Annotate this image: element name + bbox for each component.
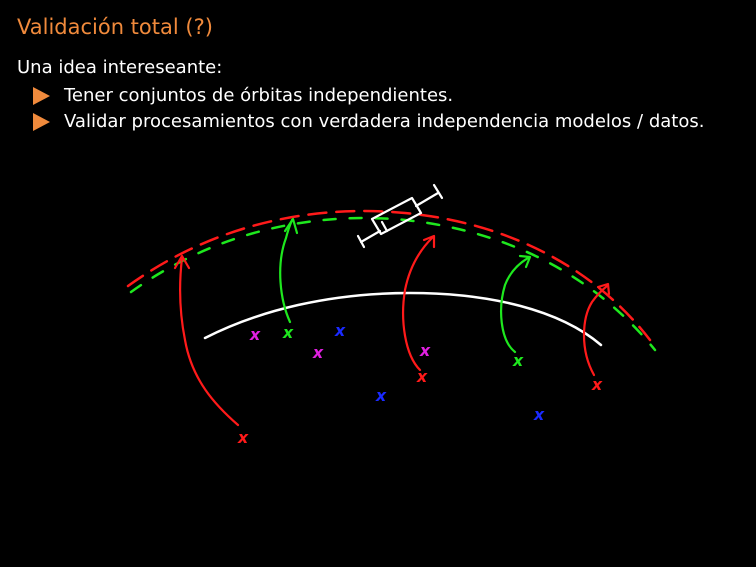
green-trajectory-arrowhead xyxy=(283,217,299,235)
green-x-mark: x xyxy=(282,323,294,342)
triangle-bullet-icon xyxy=(33,87,50,105)
satellite-syringe-icon xyxy=(356,183,444,249)
green-x-mark: x xyxy=(512,351,524,370)
red-x-mark: x xyxy=(591,375,603,394)
green-trajectory-arrowhead xyxy=(518,254,532,269)
red-trajectory-arrowhead xyxy=(596,282,611,296)
red-trajectory-arrow xyxy=(402,236,434,372)
green-trajectory-arrow xyxy=(500,256,530,354)
red-trajectory-arrow xyxy=(179,256,240,427)
green-orbit-dashed-curve xyxy=(129,216,657,352)
red-trajectory-arrowhead xyxy=(173,254,191,270)
red-x-mark: x xyxy=(416,367,428,386)
red-orbit-dashed-curve xyxy=(126,209,652,342)
red-trajectory-arrow xyxy=(583,284,609,377)
bullet-item: Tener conjuntos de órbitas independiente… xyxy=(33,86,704,112)
magenta-x-mark: x xyxy=(249,325,261,344)
bullet-text: Validar procesamientos con verdadera ind… xyxy=(64,111,705,132)
bullet-list: Tener conjuntos de órbitas independiente… xyxy=(33,86,704,138)
blue-x-mark: x xyxy=(375,386,387,405)
blue-x-mark: x xyxy=(533,405,545,424)
triangle-bullet-icon xyxy=(33,113,50,131)
red-trajectory-arrowhead xyxy=(422,234,436,249)
bullet-item: Validar procesamientos con verdadera ind… xyxy=(33,112,704,138)
intro-text: Una idea intereseante: xyxy=(17,57,223,78)
red-x-mark: x xyxy=(237,428,249,447)
earth-surface-curve xyxy=(203,291,603,347)
bullet-text: Tener conjuntos de órbitas independiente… xyxy=(64,85,454,106)
magenta-x-mark: x xyxy=(419,341,431,360)
blue-x-mark: x xyxy=(334,321,346,340)
magenta-x-mark: x xyxy=(312,343,324,362)
slide-title: Validación total (?) xyxy=(17,15,213,39)
